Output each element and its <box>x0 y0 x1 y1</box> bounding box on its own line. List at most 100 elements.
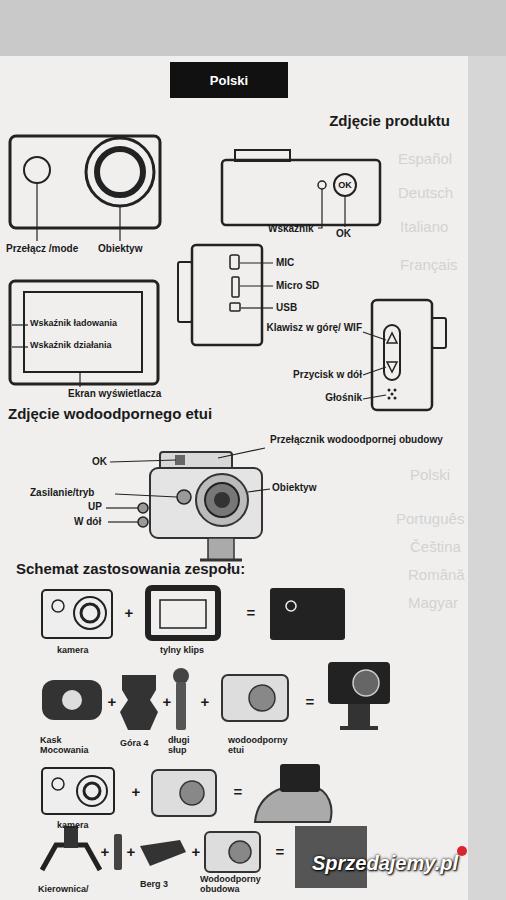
housing-lens <box>205 483 239 517</box>
camera-front-body <box>10 136 160 228</box>
part-label: Przełącznik wodoodpornej obudowy <box>270 434 450 446</box>
camera-button <box>52 778 64 790</box>
camera-button <box>286 601 296 611</box>
leader-line <box>12 324 28 325</box>
leader-line <box>248 489 270 492</box>
component-label: długi słup <box>168 735 203 756</box>
leader-line <box>79 372 80 387</box>
side-lens-bump <box>432 318 446 348</box>
leader-line <box>119 206 120 241</box>
usb-port <box>230 303 240 311</box>
equals-sign: = <box>230 783 246 800</box>
camera-side-body <box>372 300 432 410</box>
leader-line <box>240 262 273 263</box>
show-through-text: Română <box>408 566 468 583</box>
part-label: MIC <box>276 257 316 269</box>
part-label: Przełącz /mode <box>6 243 96 255</box>
leader-line <box>106 507 138 508</box>
equals-sign: = <box>243 604 259 621</box>
show-through-text: Français <box>400 256 470 273</box>
assembled-camera-icon <box>328 662 390 704</box>
mic-hole <box>230 255 239 269</box>
housing-mount <box>208 538 234 560</box>
leader-line <box>344 197 345 227</box>
component-label: Kierownica/ <box>38 884 108 894</box>
housing-icon <box>152 770 216 816</box>
camera-icon <box>42 768 114 814</box>
part-label: OK <box>336 228 361 240</box>
lens-ring <box>86 138 154 206</box>
clipped-camera-icon <box>270 588 345 640</box>
section-heading: Zdjęcie wodoodpornego etui <box>8 405 308 422</box>
camera-lens <box>84 783 100 799</box>
leader-line <box>363 395 386 399</box>
plus-sign: + <box>197 693 213 710</box>
screw-icon <box>114 834 122 870</box>
pole-screw <box>173 668 189 684</box>
up-button <box>138 503 148 513</box>
leader-line <box>218 448 265 458</box>
up-arrow-button <box>387 333 397 343</box>
housing-icon <box>222 675 288 721</box>
speaker-hole <box>388 389 391 392</box>
plus-sign: + <box>104 693 120 710</box>
leader-line <box>363 332 386 340</box>
leader-line <box>240 285 273 286</box>
housing-lens <box>180 781 204 805</box>
camera-lens <box>77 776 107 806</box>
plus-sign: + <box>159 693 175 710</box>
part-label: W dół <box>74 516 114 528</box>
button-strip <box>384 325 400 380</box>
housing-lens-ring <box>196 474 248 526</box>
speaker-hole <box>394 397 397 400</box>
camera-side-body <box>192 245 262 345</box>
part-label: UP <box>88 501 113 513</box>
leader-line <box>115 494 177 497</box>
language-tab: Polski <box>170 62 288 98</box>
part-label: Wskaźnik działania <box>30 340 140 350</box>
down-arrow-button <box>387 362 397 372</box>
part-label: Obiektyw <box>272 482 342 494</box>
part-label: Obiektyw <box>98 243 168 255</box>
part-label: Przycisk w dół <box>262 369 362 381</box>
housing-body <box>150 468 262 538</box>
section-heading: Zdjęcie produktu <box>290 112 450 129</box>
camera-back-body <box>10 281 158 384</box>
leader-line <box>363 367 386 375</box>
node-text: OK <box>338 181 352 190</box>
show-through-text: Polski <box>410 466 470 483</box>
leader-line <box>36 183 37 241</box>
part-label: Wskaźnik ładowania <box>30 318 140 328</box>
camera-lens <box>74 597 106 629</box>
mount-hole <box>62 690 82 710</box>
watermark-dot <box>457 846 467 856</box>
speaker-hole <box>394 389 397 392</box>
camera-icon <box>42 590 112 638</box>
paper-sheet <box>0 56 468 900</box>
camera-top-body <box>222 160 380 225</box>
plus-sign: + <box>123 843 139 860</box>
show-through-text: Magyar <box>408 594 468 611</box>
housing-lens <box>229 841 251 863</box>
show-through-text: Español <box>398 150 468 167</box>
back-clip-inner <box>160 600 206 628</box>
show-through-text: Italiano <box>400 218 470 235</box>
helmet-camera-icon <box>280 764 320 792</box>
housing-icon <box>205 832 260 872</box>
leader-line <box>108 521 138 522</box>
component-label: wodoodporny etui <box>228 735 298 756</box>
assembled-base <box>340 726 378 730</box>
component-label: kamera <box>57 820 117 830</box>
leader-line <box>110 460 176 462</box>
speaker-grille <box>388 389 397 400</box>
component-label: kamera <box>57 645 117 655</box>
buckle-icon <box>120 675 158 730</box>
mode-button <box>24 157 50 183</box>
lens-center <box>214 492 230 508</box>
plus-sign: + <box>128 783 144 800</box>
leader-line <box>318 189 322 228</box>
down-button <box>138 517 148 527</box>
plus-sign: + <box>188 843 204 860</box>
